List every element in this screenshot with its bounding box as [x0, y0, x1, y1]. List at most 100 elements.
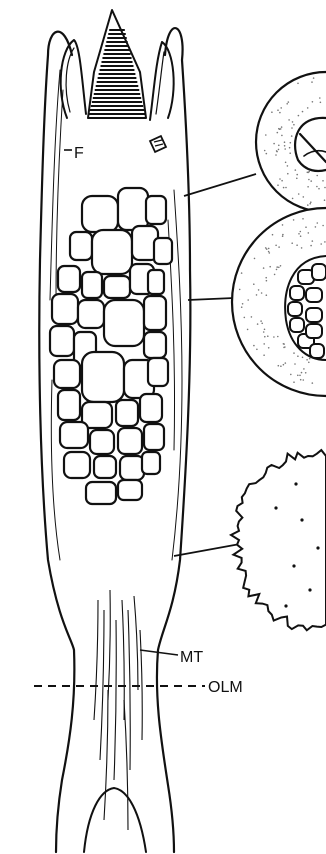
- stipple-dot: [260, 320, 262, 322]
- stipple-dot: [266, 294, 268, 296]
- cell: [290, 318, 304, 332]
- stipple-dot: [308, 588, 311, 591]
- stipple-dot: [300, 518, 303, 521]
- stipple-dot: [268, 347, 270, 349]
- stipple-dot: [242, 303, 244, 305]
- stipple-dot: [276, 269, 278, 271]
- stipple-dot: [278, 128, 280, 130]
- stipple-dot: [308, 362, 310, 364]
- stipple-dot: [316, 175, 318, 177]
- cell: [306, 324, 322, 338]
- stipple-dot: [247, 299, 249, 301]
- muscle-threads: [94, 590, 142, 830]
- stipple-dot: [280, 265, 282, 267]
- cell: [90, 430, 114, 454]
- stipple-dot: [264, 150, 266, 152]
- muscle-thread: [124, 700, 128, 830]
- stipple-dot: [258, 289, 260, 291]
- stipple-dot: [303, 196, 305, 198]
- stipple-dot: [293, 124, 295, 126]
- stipple-dot: [283, 343, 285, 345]
- cross-section-top: [256, 72, 326, 212]
- stipple-dot: [289, 147, 291, 149]
- stipple-dot: [294, 482, 297, 485]
- stipple-dot: [297, 375, 299, 377]
- stipple-dot: [310, 201, 312, 203]
- stipple-dot: [283, 347, 285, 349]
- stipple-dot: [295, 169, 297, 171]
- stipple-dot: [302, 218, 304, 220]
- stipple-dot: [308, 232, 310, 234]
- stipple-dot: [300, 379, 302, 381]
- cell-cluster: [50, 188, 172, 504]
- stipple-dot: [324, 199, 326, 201]
- cell: [288, 302, 302, 316]
- cell: [78, 300, 104, 328]
- stipple-dot: [309, 358, 311, 360]
- muscle-thread: [134, 596, 138, 690]
- cell: [148, 358, 168, 386]
- cell: [104, 300, 144, 346]
- cell: [50, 326, 74, 356]
- cell: [118, 188, 148, 230]
- stipple-dot: [291, 127, 293, 129]
- stipple-dot: [261, 292, 263, 294]
- stipple-dot: [261, 323, 263, 325]
- stipple-dot: [288, 101, 290, 103]
- label-f: F: [74, 145, 84, 162]
- stipple-dot: [289, 152, 291, 154]
- cell: [118, 480, 142, 500]
- stipple-dot: [272, 234, 274, 236]
- stipple-dot: [282, 234, 284, 236]
- cell: [144, 296, 166, 330]
- stipple-dot: [269, 266, 271, 268]
- stipple-dot: [293, 381, 295, 383]
- stipple-dot: [291, 135, 293, 137]
- stipple-dot: [322, 225, 324, 227]
- stipple-dot: [297, 355, 299, 357]
- stipple-dot: [292, 198, 294, 200]
- stipple-dot: [320, 102, 322, 104]
- stipple-dot: [319, 97, 321, 99]
- callout-line-top: [184, 174, 256, 196]
- stipple-dot: [280, 365, 282, 367]
- cell: [140, 394, 162, 422]
- stipple-dot: [301, 372, 303, 374]
- cell: [82, 196, 118, 232]
- cell: [306, 308, 322, 322]
- stipple-dot: [263, 354, 265, 356]
- cell: [290, 286, 304, 300]
- cell: [92, 230, 132, 274]
- stipple-dot: [296, 244, 298, 246]
- stipple-dot: [315, 226, 317, 228]
- cell: [306, 288, 322, 302]
- stipple-dot: [286, 103, 288, 105]
- stipple-dot: [275, 245, 277, 247]
- cell: [142, 452, 160, 474]
- stipple-dot: [265, 134, 267, 136]
- cell: [146, 196, 166, 224]
- stipple-dot: [275, 154, 277, 156]
- cell: [312, 264, 326, 280]
- cell: [54, 360, 80, 388]
- stipple-dot: [277, 184, 279, 186]
- stipple-dot: [266, 153, 268, 155]
- stipple-dot: [247, 329, 249, 331]
- cell: [82, 352, 124, 402]
- stipple-dot: [290, 142, 292, 144]
- stipple-dot: [308, 179, 310, 181]
- stipple-dot: [265, 277, 267, 279]
- muscle-thread: [104, 690, 108, 820]
- stipple-dot: [312, 382, 314, 384]
- stipple-dot: [278, 365, 280, 367]
- stipple-dot: [308, 171, 310, 173]
- cell: [104, 276, 130, 298]
- stipple-dot: [317, 222, 319, 224]
- stipple-dot: [310, 180, 312, 182]
- stipple-dot: [278, 267, 280, 269]
- stipple-dot: [263, 331, 265, 333]
- stipple-dot: [271, 111, 273, 113]
- stipple-dot: [277, 336, 279, 338]
- muscle-thread: [100, 610, 104, 760]
- label-mt: MT: [180, 649, 203, 666]
